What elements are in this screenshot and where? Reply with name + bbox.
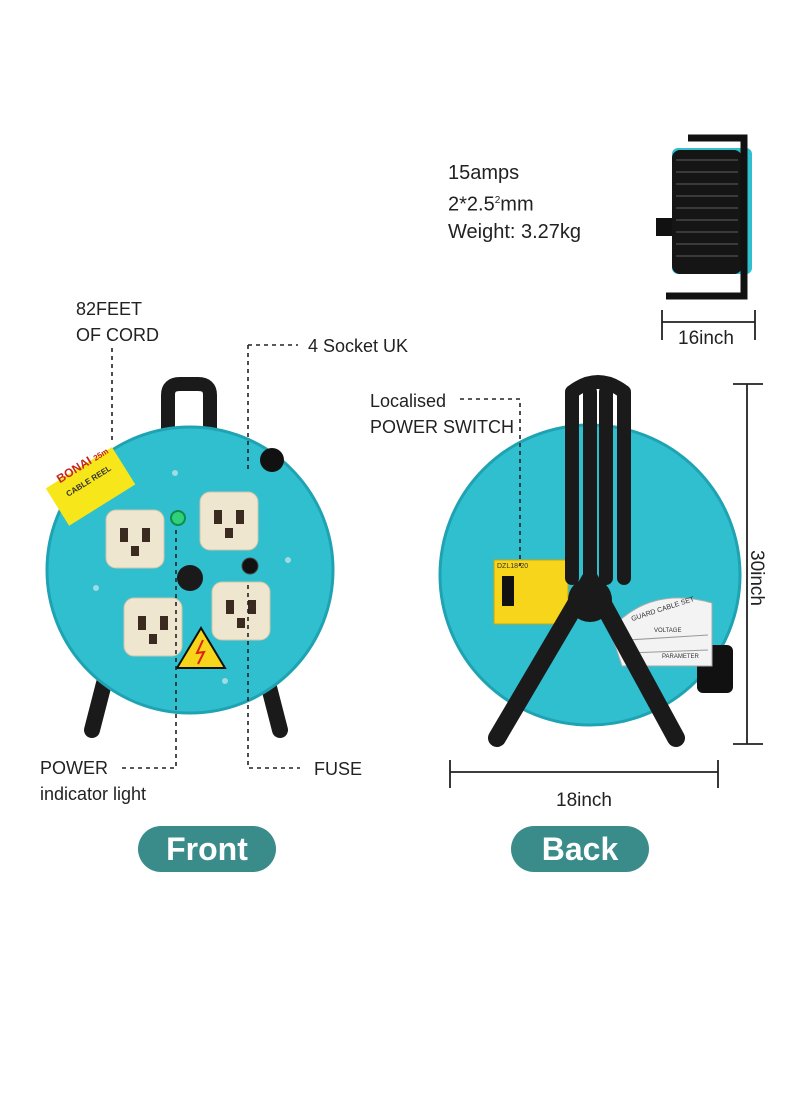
side-frame bbox=[666, 134, 748, 300]
front-handle bbox=[161, 377, 217, 430]
sticker-length: 25m bbox=[91, 446, 111, 463]
spec-wire-sup: 2 bbox=[494, 195, 501, 206]
callout-cord: 82FEET OF CORD bbox=[76, 296, 159, 348]
spec-amps: 15amps bbox=[448, 162, 520, 184]
spec-wire: 2*2.52mm bbox=[448, 193, 534, 216]
brand-sticker bbox=[45, 447, 136, 526]
socket bbox=[123, 597, 183, 657]
power-switch bbox=[502, 576, 514, 606]
callout-lines bbox=[111, 344, 521, 769]
leader-fuse bbox=[247, 585, 300, 769]
side-reel bbox=[656, 134, 752, 300]
label-parameter: PARAMETER bbox=[662, 654, 699, 660]
dim-width-small-label: 16inch bbox=[678, 328, 734, 349]
leader-power bbox=[120, 530, 177, 769]
callout-switch-line1: Localised bbox=[370, 391, 447, 411]
back-frame-upright bbox=[565, 385, 631, 585]
warning-icon bbox=[175, 626, 227, 669]
center-knob bbox=[177, 565, 203, 591]
front-reel bbox=[45, 377, 335, 738]
label-voltage: VOLTAGE bbox=[654, 628, 682, 634]
callout-cord-line1: 82FEET bbox=[76, 299, 143, 319]
view-front-label: Front bbox=[138, 826, 276, 872]
dim-width-label: 18inch bbox=[556, 790, 612, 811]
callout-switch: Localised POWER SWITCH bbox=[370, 388, 514, 440]
callout-power-line1: POWER bbox=[40, 758, 109, 778]
fuse-holder bbox=[241, 557, 259, 575]
socket bbox=[211, 581, 271, 641]
dim-height bbox=[733, 383, 763, 745]
callout-cord-line2: OF CORD bbox=[76, 325, 159, 345]
socket bbox=[199, 491, 259, 551]
callout-power-line2: indicator light bbox=[40, 784, 147, 804]
callout-power: POWER indicator light bbox=[40, 755, 146, 807]
leader-switch bbox=[460, 398, 521, 566]
callout-fuse: FUSE bbox=[314, 759, 363, 779]
switch-model: DZL18-20 bbox=[497, 563, 529, 570]
dim-height-label: 30inch bbox=[746, 550, 767, 606]
view-back-label: Back bbox=[511, 826, 649, 872]
indicator-light bbox=[170, 510, 186, 526]
dimension-lines bbox=[449, 310, 763, 788]
callout-sockets: 4 Socket UK bbox=[308, 336, 409, 356]
socket bbox=[105, 509, 165, 569]
spec-weight: Weight: 3.27kg bbox=[448, 220, 582, 243]
callout-switch-line2: POWER SWITCH bbox=[370, 417, 514, 437]
back-reel bbox=[438, 375, 742, 747]
dim-width-small bbox=[661, 310, 756, 340]
leader-sockets bbox=[247, 344, 298, 470]
spec-block: 15amps 2*2.52mm Weight: 3.27kg bbox=[448, 160, 581, 246]
dim-width bbox=[449, 760, 719, 788]
cord-outlet-cap bbox=[260, 448, 284, 472]
